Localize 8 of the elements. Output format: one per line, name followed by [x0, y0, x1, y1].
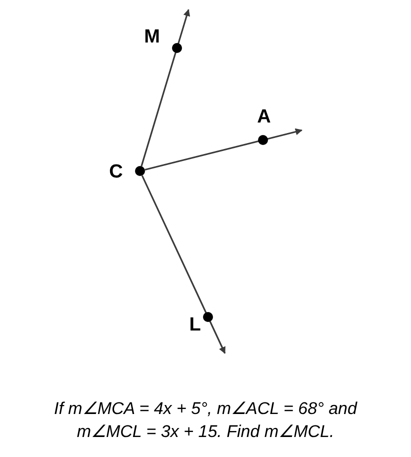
ray — [144, 128, 302, 171]
point-label: M — [144, 28, 160, 46]
ray — [141, 175, 226, 354]
point-label: C — [109, 162, 123, 182]
caption: If m∠MCA = 4x + 5°, m∠ACL = 68° and m∠MCL = 3x + 15. Find m∠MCL. — [53, 398, 358, 443]
point-label: A — [257, 108, 271, 126]
point-label: L — [189, 316, 201, 334]
ray — [140, 9, 190, 166]
